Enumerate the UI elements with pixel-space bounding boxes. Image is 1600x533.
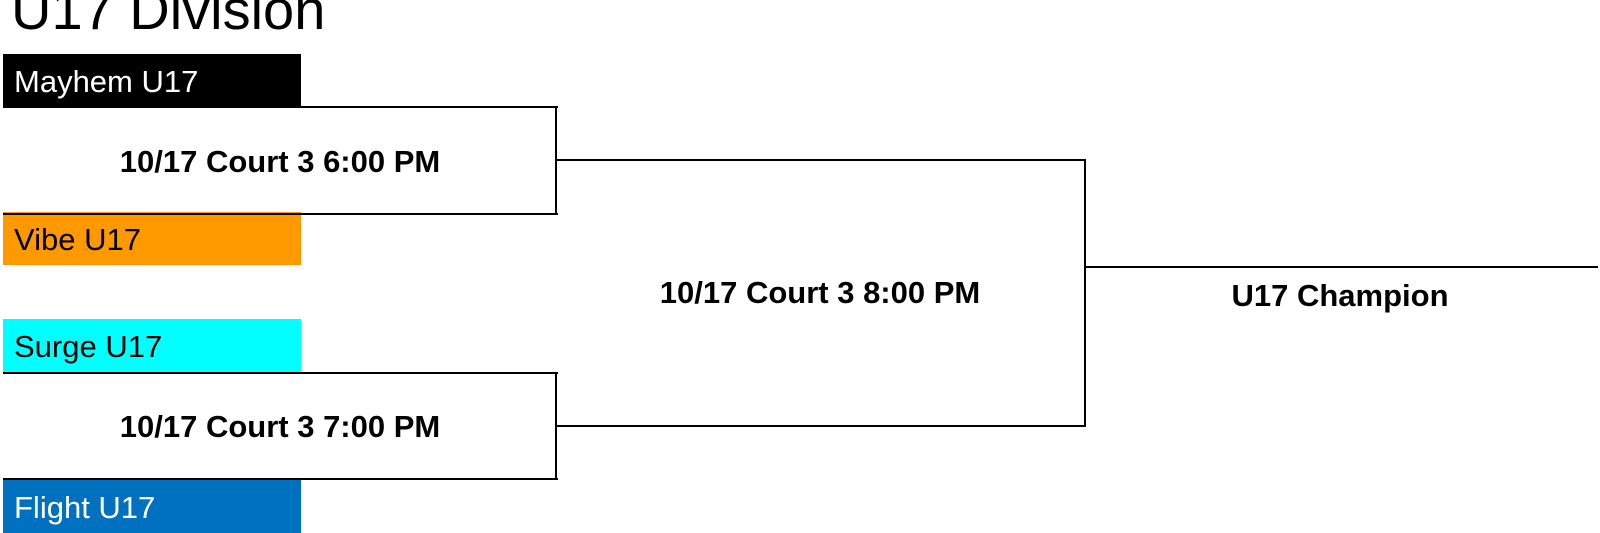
team-box-flight: Flight U17 bbox=[3, 480, 301, 533]
bracket-line bbox=[3, 372, 558, 374]
champion-label: U17 Champion bbox=[1231, 278, 1449, 313]
bracket-line bbox=[3, 213, 558, 215]
bracket-line bbox=[555, 159, 1086, 161]
semifinal-2-label: 10/17 Court 3 7:00 PM bbox=[119, 409, 441, 444]
team-box-mayhem: Mayhem U17 bbox=[3, 54, 301, 107]
team-box-vibe: Vibe U17 bbox=[3, 212, 301, 265]
bracket-line bbox=[3, 106, 558, 108]
bracket-line bbox=[1084, 266, 1598, 268]
bracket-line bbox=[3, 478, 558, 480]
bracket-line bbox=[1084, 159, 1086, 427]
semifinal-1-label: 10/17 Court 3 6:00 PM bbox=[119, 144, 441, 179]
final-game-label: 10/17 Court 3 8:00 PM bbox=[659, 275, 981, 310]
team-box-surge: Surge U17 bbox=[3, 319, 301, 372]
bracket-line bbox=[555, 425, 1086, 427]
division-title: U17 Division bbox=[11, 0, 326, 41]
